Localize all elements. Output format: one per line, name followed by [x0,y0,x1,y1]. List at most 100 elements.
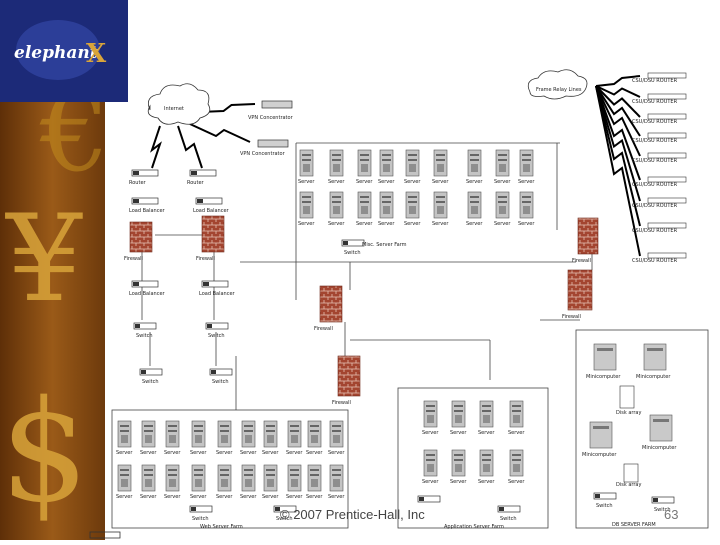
server-icon [495,149,510,177]
minicomputer-label: Minicomputer [582,452,617,458]
server-bay [332,430,341,432]
server-bay [290,469,299,471]
server-bay [144,425,153,427]
csu-dsu-router-icon [647,72,687,79]
frame-relay-link [595,85,641,181]
frame-relay-link [595,75,641,87]
server-bay [512,405,521,407]
switch-icon [273,505,297,513]
server-bay [498,201,507,203]
server-label: Server [450,479,467,485]
csu-dsu-router-label: CSU/DSU ROUTER [632,228,678,234]
server-icon [357,149,372,177]
minicomputer-panel [593,426,609,429]
server-bay [454,459,463,461]
server-label: Server [494,221,511,227]
server-bay [244,469,253,471]
server-case [299,149,314,177]
server-bay [310,469,319,471]
server-bay [302,159,311,161]
server-label: Server [328,494,345,500]
server-case [299,191,314,219]
web-server-farm-box [111,409,349,529]
server-label: Server [298,179,315,185]
misc-farm-label: Misc. Server Farm [362,242,407,248]
disk-array-icon [623,463,639,483]
server-icon [117,420,132,448]
server-icon [191,420,206,448]
frame-relay-label: Frame Relay Lines [536,87,582,93]
server-case [509,400,524,428]
firewall-label: Firewall [332,400,351,406]
switch-label: Switch [500,516,517,522]
server-case [263,464,278,492]
disk-array-label: Disk array [616,482,641,488]
logo: elephant X [0,0,128,102]
csu-dsu-router-label: CSU/DSU ROUTER [632,99,678,105]
server-label: Server [240,494,257,500]
server-bay [168,430,177,432]
server-label: Server [140,450,157,456]
server-label: Server [404,179,421,185]
server-panel [195,479,202,487]
server-label: Server [508,430,525,436]
server-bay [244,430,253,432]
server-icon [263,464,278,492]
switch-port [275,507,280,511]
server-panel [483,415,490,423]
csu-dsu-router-label: CSU/DSU ROUTER [632,203,678,209]
load-balancer-icon [195,197,223,205]
switch-port [499,507,504,511]
switch-body [651,496,675,504]
server-icon [287,420,302,448]
minicomputer-icon [643,343,667,371]
server-case [263,420,278,448]
server-bay [244,425,253,427]
switch-body [133,322,157,330]
server-bay [120,425,129,427]
switch-label: Switch [654,507,671,513]
server-label: Server [190,450,207,456]
server-icon [519,191,534,219]
server-panel [311,435,318,443]
csu-dsu-router-icon [647,176,687,183]
server-panel [513,415,520,423]
server-case [357,149,372,177]
switch-body [139,368,163,376]
server-label: Server [216,494,233,500]
server-bay [436,196,445,198]
server-icon [217,464,232,492]
load-balancer-light [197,199,203,203]
app-server-farm-box [397,387,549,529]
server-case [329,420,344,448]
minicomputer-panel [653,419,669,422]
yen-glyph: ¥ [5,190,83,329]
server-panel [221,435,228,443]
switch-label: Switch [142,379,159,385]
server-panel [195,435,202,443]
server-bay [266,469,275,471]
switch-label: Switch [208,333,225,339]
server-icon [519,149,534,177]
server-panel [499,206,506,214]
switch-icon [133,322,157,330]
disk-array-label: Disk array [616,410,641,416]
load-balancer-light [133,199,139,203]
switch-port [343,241,348,245]
server-bay [310,474,319,476]
switch-body [205,322,229,330]
server-label: Server [164,450,181,456]
switch-body [417,495,441,503]
server-case [191,464,206,492]
server-panel [121,479,128,487]
minicomputer-panel [597,348,613,351]
switch-icon [497,505,521,513]
firewall-icon [567,269,593,311]
server-case [117,464,132,492]
server-bay [244,474,253,476]
server-bay [512,410,521,412]
minicomputer-label: Minicomputer [636,374,671,380]
switch-icon [189,505,213,513]
server-case [423,400,438,428]
